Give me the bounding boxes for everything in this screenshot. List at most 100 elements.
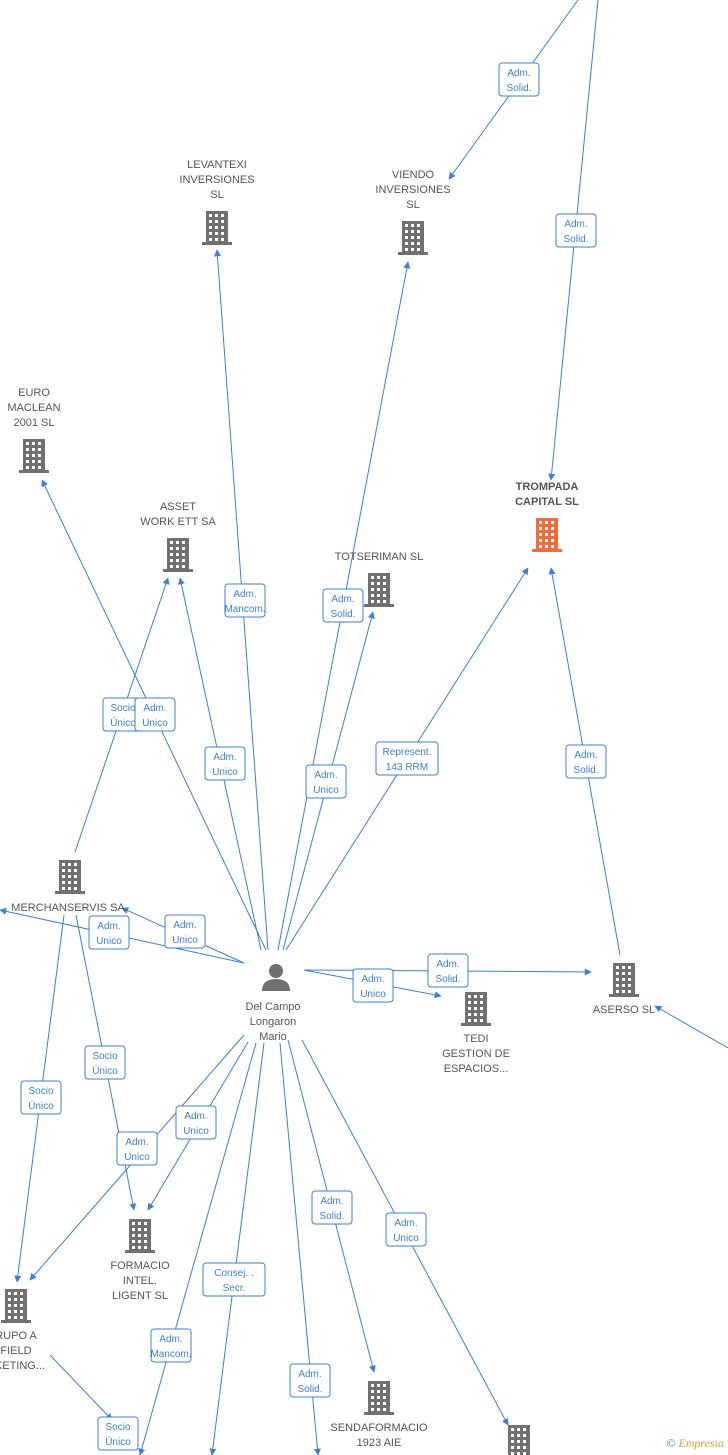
relation-label-r21[interactable]: Adm.Solid. — [289, 1363, 331, 1398]
company-label: CAPITAL SL — [515, 496, 579, 508]
building-icon — [364, 1381, 394, 1415]
relation-text: Mancom. — [150, 1349, 191, 1360]
relation-label-r20[interactable]: Adm. Mancom. — [150, 1328, 192, 1363]
relation-text: Adm. — [184, 1111, 207, 1122]
footer-brand: © Empresia — [666, 1436, 724, 1451]
person-label: Mario — [259, 1031, 287, 1043]
building-icon — [398, 221, 428, 255]
relation-text: Adm. — [233, 589, 256, 600]
company-label: FORMACIO — [110, 1260, 170, 1272]
relation-text: Consej. . — [214, 1268, 253, 1279]
relation-label-r6[interactable]: Adm.Unico — [134, 697, 176, 732]
company-node-levantexi[interactable]: LEVANTEXI INVERSIONES SL — [179, 159, 255, 245]
relation-text: Solid. — [506, 83, 531, 94]
relation-text: Adm. — [173, 920, 196, 931]
company-label: RUPO A — [0, 1330, 37, 1342]
relation-text: Unico — [124, 1152, 150, 1163]
relation-text: Adm. — [97, 921, 120, 932]
company-node-totseriman[interactable]: TOTSERIMAN SL — [335, 551, 423, 607]
company-label: INVERSIONES — [375, 184, 450, 196]
relation-label-r9[interactable]: Represent. 143 RRM — [375, 741, 439, 776]
relation-label-r13[interactable]: Adm.Solid. — [427, 953, 469, 988]
relation-text: Unico — [142, 718, 168, 729]
relation-text: Adm. — [314, 770, 337, 781]
relation-text: Represent. — [383, 747, 432, 758]
relation-text: Socio — [105, 1422, 130, 1433]
building-icon — [461, 992, 491, 1026]
company-node-merchanservis[interactable]: MERCHANSERVIS SA — [11, 860, 125, 914]
relation-text: Único — [105, 1435, 131, 1448]
building-icon — [202, 211, 232, 245]
relation-label-r4[interactable]: Adm.Solid. — [322, 588, 364, 623]
company-label: SL — [210, 189, 223, 201]
relation-label-r14[interactable]: Adm.Unico — [352, 968, 394, 1003]
building-icon — [609, 963, 639, 997]
relation-text: Adm. — [564, 219, 587, 230]
relation-label-r2[interactable]: Adm. Solid. — [555, 213, 597, 248]
relation-text: Adm. — [159, 1334, 182, 1345]
relation-text: Socio — [28, 1086, 53, 1097]
relation-label-r11[interactable]: Adm.Unico — [88, 915, 130, 950]
company-label: EURO — [18, 387, 50, 399]
relation-text: Mancom. — [224, 604, 265, 615]
relation-label-r23[interactable]: Adm. Unico — [385, 1212, 427, 1247]
relation-text: Solid. — [297, 1384, 322, 1395]
company-label: MERCHANSERVIS SA — [11, 902, 125, 914]
relation-label-r7[interactable]: Adm.Unico — [204, 746, 246, 781]
company-node-bottom-right[interactable] — [504, 1425, 534, 1455]
company-label: ASERSO SL — [593, 1004, 655, 1016]
company-node-grupo[interactable]: RUPO AFIELDRKETING... — [0, 1289, 45, 1372]
building-icon — [508, 1425, 530, 1455]
company-label: INVERSIONES — [179, 174, 254, 186]
person-icon — [262, 964, 290, 991]
company-label: TEDI — [463, 1033, 488, 1045]
relation-label-r18[interactable]: Adm. Unico — [175, 1105, 217, 1140]
relation-text: Unico — [183, 1126, 209, 1137]
relation-label-r19[interactable]: Consej. . Secr. — [202, 1262, 266, 1297]
building-icon — [163, 538, 193, 572]
building-icon — [364, 573, 394, 607]
relation-label-r17[interactable]: Adm.Unico — [116, 1131, 158, 1166]
relation-label-r8[interactable]: Adm.Unico — [305, 764, 347, 799]
relation-text: Socio — [92, 1051, 117, 1062]
relation-text: Adm. — [394, 1218, 417, 1229]
relation-text: Secr. — [223, 1283, 246, 1294]
company-label: TOTSERIMAN SL — [335, 551, 423, 563]
copyright-symbol: © — [666, 1436, 676, 1450]
relation-labels-layer: Adm.Solid.Adm.Solid.Adm.Mancom.Adm.Solid… — [20, 62, 607, 1451]
company-node-aserso[interactable]: ASERSO SL — [593, 963, 655, 1016]
company-label: FIELD — [0, 1345, 31, 1357]
relation-text: Único — [110, 716, 136, 729]
company-label: LEVANTEXI — [187, 159, 247, 171]
relation-text: 143 RRM — [386, 762, 428, 773]
relation-label-r1[interactable]: Adm.Solid. — [498, 62, 540, 97]
relation-label-r10[interactable]: Adm.Solid. — [565, 744, 607, 779]
edge-line-19 — [209, 1042, 265, 1455]
relation-label-r22[interactable]: Adm.Solid. — [311, 1190, 353, 1225]
relation-text: Adm. — [320, 1196, 343, 1207]
relation-text: Unico — [393, 1233, 419, 1244]
company-label: VIENDO — [392, 169, 435, 181]
relation-label-r3[interactable]: Adm. Mancom. — [224, 583, 266, 618]
brand-name: Empresia — [678, 1436, 724, 1450]
edge-line-24 — [49, 1354, 113, 1421]
relation-text: Unico — [172, 935, 198, 946]
relation-text: Unico — [360, 989, 386, 1000]
relation-text: Socio — [110, 703, 135, 714]
building-icon — [532, 518, 562, 552]
relation-text: Solid. — [563, 234, 588, 245]
relation-label-r12[interactable]: Adm. Unico — [164, 914, 206, 949]
